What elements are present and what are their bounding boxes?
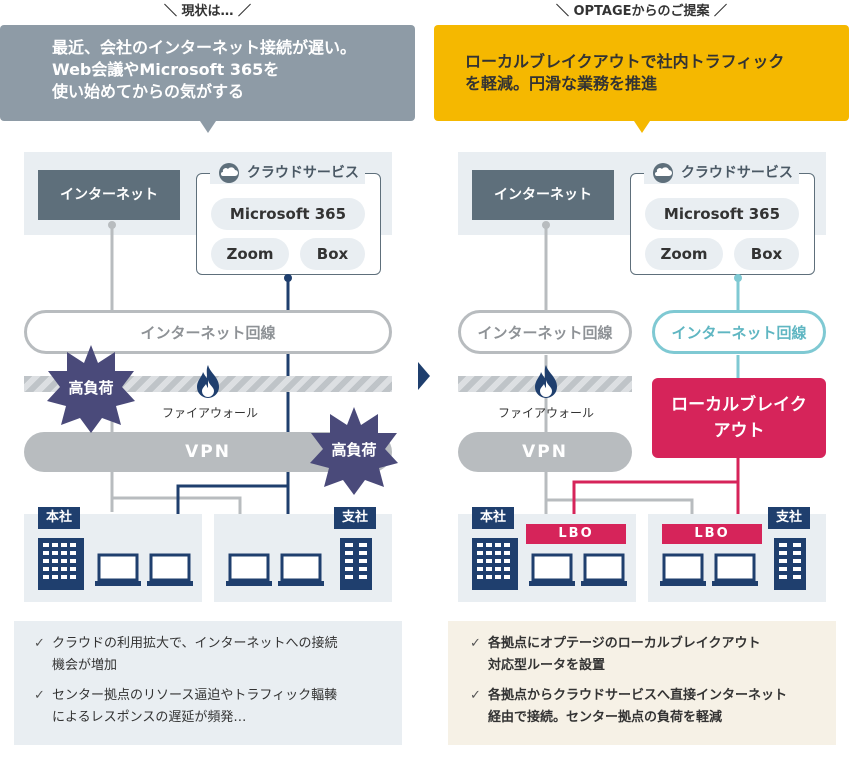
laptop-icon	[529, 553, 575, 586]
vpn-bar: VPN	[458, 432, 632, 472]
check-icon: ✓	[34, 688, 45, 703]
local-breakout-box: ローカルブレイク アウト	[652, 378, 826, 458]
laptop-icon	[95, 553, 141, 586]
internet-line-bar-direct: インターネット回線	[652, 310, 826, 354]
laptop-icon	[226, 553, 272, 586]
service-box: Box	[734, 238, 799, 270]
note-line: 各拠点からクラウドサービスへ直接インターネット	[488, 688, 788, 703]
arrow-right-icon	[418, 362, 430, 390]
service-zoom: Zoom	[645, 238, 723, 270]
note-line: 各拠点にオプテージのローカルブレイクアウト	[488, 636, 761, 651]
check-icon: ✓	[470, 688, 481, 703]
left-heading: ＼ 現状は… ／	[163, 4, 252, 19]
hq-building-icon	[472, 538, 518, 590]
laptop-icon	[660, 553, 706, 586]
service-zoom: Zoom	[211, 238, 289, 270]
branch-building-icon	[340, 538, 372, 590]
bubble-line: ローカルブレイクアウトで社内トラフィック	[465, 52, 785, 71]
internet-line-bar: インターネット回線	[24, 310, 392, 354]
cloud-icon	[219, 163, 239, 183]
note-line: 経由で接続。センター拠点の負荷を軽減	[488, 710, 723, 725]
laptop-icon	[278, 553, 324, 586]
laptop-icon	[581, 553, 627, 586]
high-load-badge: 高負荷	[308, 405, 400, 497]
note-line: クラウドの利用拡大で、インターネットへの接続	[52, 636, 338, 651]
bubble-line: 使い始めてからの気がする	[52, 82, 245, 101]
cloud-icon	[653, 163, 673, 183]
right-heading: ＼ OPTAGEからのご提案 ／	[555, 4, 728, 19]
note-item: ✓ 各拠点からクラウドサービスへ直接インターネット経由で接続。センター拠点の負荷を…	[470, 685, 836, 729]
branch-tag: 支社	[768, 507, 810, 529]
lbo-box-line: アウト	[713, 421, 765, 441]
service-microsoft365: Microsoft 365	[645, 198, 799, 230]
note-line: センター拠点のリソース逼迫やトラフィック輻輳	[52, 688, 338, 703]
right-speech-bubble: ローカルブレイクアウトで社内トラフィック を軽減。円滑な業務を推進	[434, 25, 849, 121]
bubble-line: を軽減。円滑な業務を推進	[465, 74, 658, 93]
note-item: ✓ 各拠点にオプテージのローカルブレイクアウト対応型ルータを設置	[470, 633, 836, 677]
cloud-title-label: クラウドサービス	[680, 165, 793, 181]
firewall-label: ファイアウォール	[497, 406, 594, 420]
left-speech-bubble: 最近、会社のインターネット接続が遅い。 Web会議やMicrosoft 365を…	[0, 25, 415, 121]
hq-tag: 本社	[38, 507, 80, 529]
cloud-title-label: クラウドサービス	[246, 165, 359, 181]
cloud-title: クラウドサービス	[210, 162, 365, 184]
hq-tag: 本社	[472, 507, 514, 529]
note-item: ✓ センター拠点のリソース逼迫やトラフィック輻輳によるレスポンスの遅延が頻発…	[34, 685, 402, 729]
fire-icon	[195, 364, 221, 404]
note-line: 機会が増加	[52, 658, 118, 673]
service-box: Box	[300, 238, 365, 270]
internet-line-bar: インターネット回線	[458, 310, 632, 354]
note-line: 対応型ルータを設置	[488, 658, 606, 673]
bubble-pointer	[634, 121, 650, 133]
bubble-pointer	[200, 121, 216, 133]
check-icon: ✓	[34, 636, 45, 651]
lbo-box-line: ローカルブレイク	[671, 395, 807, 415]
hq-building-icon	[38, 538, 84, 590]
internet-box: インターネット	[38, 170, 180, 220]
laptop-icon	[712, 553, 758, 586]
high-load-badge: 高負荷	[45, 343, 137, 435]
high-load-label: 高負荷	[68, 379, 114, 397]
branch-tag: 支社	[334, 507, 376, 529]
service-microsoft365: Microsoft 365	[211, 198, 365, 230]
left-notes: ✓ クラウドの利用拡大で、インターネットへの接続機会が増加 ✓ センター拠点のリソー…	[14, 621, 402, 745]
note-line: によるレスポンスの遅延が頻発…	[52, 710, 247, 725]
firewall-label: ファイアウォール	[161, 406, 258, 420]
right-notes: ✓ 各拠点にオプテージのローカルブレイクアウト対応型ルータを設置 ✓ 各拠点からクラ…	[448, 621, 836, 745]
high-load-label: 高負荷	[331, 441, 377, 459]
check-icon: ✓	[470, 636, 481, 651]
internet-box: インターネット	[472, 170, 614, 220]
laptop-icon	[147, 553, 193, 586]
note-item: ✓ クラウドの利用拡大で、インターネットへの接続機会が増加	[34, 633, 402, 677]
fire-icon	[533, 364, 559, 404]
cloud-title: クラウドサービス	[644, 162, 799, 184]
lbo-router-tag: LBO	[662, 524, 762, 544]
lbo-router-tag: LBO	[526, 524, 626, 544]
bubble-line: Web会議やMicrosoft 365を	[52, 60, 280, 79]
branch-building-icon	[774, 538, 806, 590]
bubble-line: 最近、会社のインターネット接続が遅い。	[52, 38, 357, 57]
